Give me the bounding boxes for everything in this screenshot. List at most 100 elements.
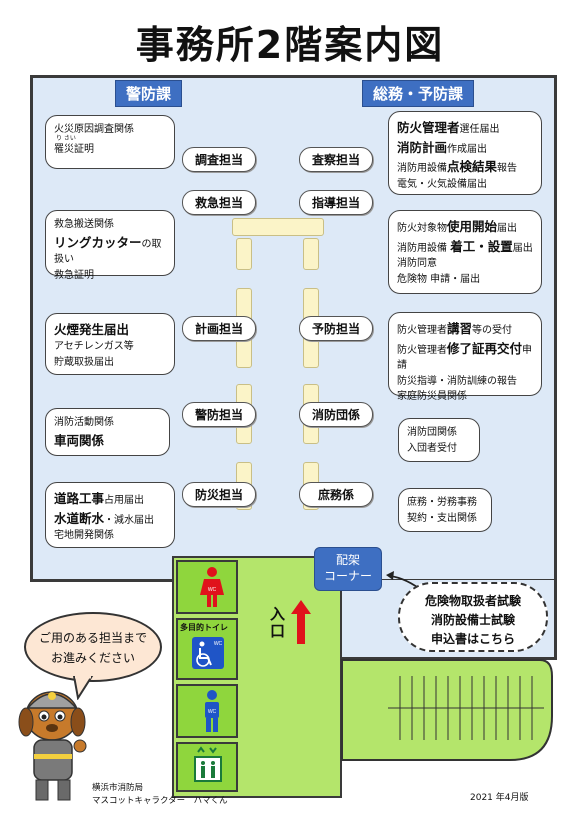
wheelchair-icon: WC bbox=[192, 637, 224, 669]
bubble-text: 報告 bbox=[497, 163, 518, 174]
bubble-text: 家庭防災員関係 bbox=[397, 391, 467, 402]
bubble-shomu: 庶務・労務事務 契約・支出関係 bbox=[398, 488, 492, 532]
section-somu-yobo: 総務・予防課 bbox=[362, 80, 475, 107]
bubble-keibo: 消防活動関係 車両関係 bbox=[45, 408, 170, 456]
edition-date: 2021 年4月版 bbox=[470, 793, 529, 803]
entrance-label: 入口 bbox=[270, 605, 286, 640]
desk-shomu: 庶務係 bbox=[299, 482, 373, 507]
bubble-text-bold: 点検結果 bbox=[447, 159, 498, 174]
bubble-chosa: 火災原因調査関係 り さい 罹災証明 bbox=[45, 115, 175, 169]
wc-label: WC bbox=[208, 587, 217, 593]
bubble-text: 消防同意 bbox=[397, 258, 437, 269]
bubble-text: 消防用設備 bbox=[397, 242, 451, 254]
bubble-text: 救急搬送関係 bbox=[54, 219, 114, 230]
bubble-text: 選任届出 bbox=[459, 124, 500, 135]
restroom-wc-women: WC bbox=[176, 560, 238, 614]
bubble-text: 等の受付 bbox=[472, 325, 513, 336]
bubble-text-bold: 車両関係 bbox=[54, 432, 105, 448]
bubble-text: 占用届出 bbox=[104, 495, 145, 506]
bubble-text: 契約・支出関係 bbox=[407, 512, 477, 524]
bubble-text: アセチレンガス等 bbox=[54, 341, 134, 353]
bubble-text: 救急証明 bbox=[54, 269, 94, 281]
bubble-text: 申請 bbox=[397, 344, 533, 372]
exam-info-text: 消防設備士試験 bbox=[430, 613, 515, 628]
desk-shobodan: 消防団係 bbox=[299, 402, 373, 427]
desk-keikaku: 計画担当 bbox=[182, 316, 256, 341]
exam-info: 危険物取扱者試験 消防設備士試験 申込書はこちら bbox=[398, 582, 548, 652]
brochure-corner-label: コーナー bbox=[323, 569, 372, 584]
mascot-caption: 横浜市消防局 マスコットキャラクター ハマくん bbox=[92, 782, 228, 808]
bubble-text: 宅地開発関係 bbox=[54, 530, 114, 541]
bubble-text: 防火管理者 bbox=[397, 325, 447, 336]
guidance-speech-bubble: ご用のある担当まで お進みください bbox=[24, 612, 162, 682]
staircase bbox=[341, 659, 553, 761]
desk-kyukyu: 救急担当 bbox=[182, 190, 256, 215]
wc-label: WC bbox=[208, 709, 217, 715]
bubble-text-bold: 修了証再交付 bbox=[447, 340, 523, 356]
bubble-text: 防災指導・消防訓練の報告 bbox=[397, 375, 517, 387]
exam-info-text: 申込書はこちら bbox=[430, 632, 515, 647]
bubble-text: 消防活動関係 bbox=[54, 417, 114, 428]
bubble-text-bold: 講習 bbox=[447, 321, 473, 336]
bubble-text-bold: 防火管理者 bbox=[397, 120, 460, 135]
bubble-sasatsu: 防火管理者選任届出 消防計画作成届出 消防用設備点検結果報告 電気・火気設備届出 bbox=[388, 111, 542, 195]
elevator bbox=[176, 742, 238, 792]
bubble-kyukyu: 救急搬送関係 リングカッターの取扱い 救急証明 bbox=[45, 210, 175, 281]
desk-table bbox=[232, 218, 324, 236]
bubble-text: 電気・火気設備届出 bbox=[397, 178, 487, 190]
exam-info-text: 危険物取扱者試験 bbox=[424, 594, 521, 608]
bubble-text-bold: 消防計画 bbox=[397, 139, 448, 155]
bubble-text-bold: 着工・設置 bbox=[450, 238, 513, 254]
man-icon: WC bbox=[205, 690, 219, 732]
section-keibo: 警防課 bbox=[115, 80, 183, 107]
guidance-text: ご用のある担当まで bbox=[38, 631, 147, 645]
bubble-text: 消防団関係 bbox=[407, 427, 457, 438]
mascot-caption-line: 横浜市消防局 bbox=[92, 783, 144, 793]
desk-bosai: 防災担当 bbox=[182, 482, 256, 507]
bubble-text: 入団者受付 bbox=[407, 442, 457, 454]
page-title: 事務所2階案内図 bbox=[135, 23, 445, 67]
bubble-shobodan: 消防団関係 入団者受付 bbox=[398, 418, 480, 462]
bubble-bosai: 道路工事占用届出 水道断水・減水届出 宅地開発関係 bbox=[45, 482, 175, 548]
restroom-multipurpose: 多目的トイレ WC bbox=[176, 618, 238, 680]
bubble-text: の取扱い bbox=[54, 238, 162, 266]
bubble-yobo: 防火管理者講習等の受付 防火管理者修了証再交付申請 防災指導・消防訓練の報告 家… bbox=[388, 312, 542, 402]
desk-sasatsu: 査察担当 bbox=[299, 147, 373, 172]
brochure-corner-label: 配架 bbox=[335, 553, 360, 567]
bubble-text: 届出 bbox=[497, 223, 518, 234]
ruby-text: り さい bbox=[56, 134, 76, 142]
bubble-text: 作成届出 bbox=[447, 143, 488, 155]
bubble-shido: 防火対象物使用開始届出 消防用設備 着工・設置届出 消防同意 危険物 申請・届出 bbox=[388, 210, 542, 294]
bubble-text: 庶務・労務事務 bbox=[407, 497, 477, 508]
desk-keibo: 警防担当 bbox=[182, 402, 256, 427]
elevator-icon bbox=[194, 746, 222, 782]
bubble-text-bold: 水道断水 bbox=[54, 510, 105, 526]
desk-table bbox=[236, 238, 252, 270]
bubble-text-bold: 道路工事 bbox=[54, 491, 105, 506]
bubble-text: 防火対象物 bbox=[397, 223, 447, 234]
bubble-text: 罹災証明 bbox=[54, 143, 94, 155]
entrance-arrow-icon bbox=[291, 600, 311, 644]
mascot-hamakun-icon bbox=[18, 691, 87, 801]
brochure-corner: 配架 コーナー bbox=[314, 547, 382, 591]
desk-yobo: 予防担当 bbox=[299, 316, 373, 341]
bubble-text: 防火管理者 bbox=[397, 344, 447, 356]
mascot-caption-line: マスコットキャラクター ハマくん bbox=[92, 795, 228, 806]
wc-label: WC bbox=[214, 641, 223, 647]
bubble-text-bold: 火煙発生届出 bbox=[54, 322, 130, 337]
desk-shido: 指導担当 bbox=[299, 190, 373, 215]
desk-table bbox=[303, 238, 319, 270]
guidance-text: お進みください bbox=[50, 651, 135, 666]
bubble-keikaku: 火煙発生届出 アセチレンガス等 貯蔵取扱届出 bbox=[45, 313, 175, 375]
restroom-wc-men: WC bbox=[176, 684, 238, 738]
bubble-text: ・減水届出 bbox=[104, 514, 155, 526]
multi-restroom-label: 多目的トイレ bbox=[180, 623, 228, 632]
bubble-text: 貯蔵取扱届出 bbox=[54, 356, 114, 368]
bubble-text: 消防用設備 bbox=[397, 163, 447, 174]
desk-chosa: 調査担当 bbox=[182, 147, 256, 172]
speech-tail bbox=[72, 676, 94, 700]
bubble-text-bold: 使用開始 bbox=[447, 219, 498, 234]
woman-icon: WC bbox=[200, 567, 224, 607]
bubble-text: 届出 bbox=[512, 242, 533, 254]
bubble-text: 火災原因調査関係 bbox=[54, 124, 134, 135]
